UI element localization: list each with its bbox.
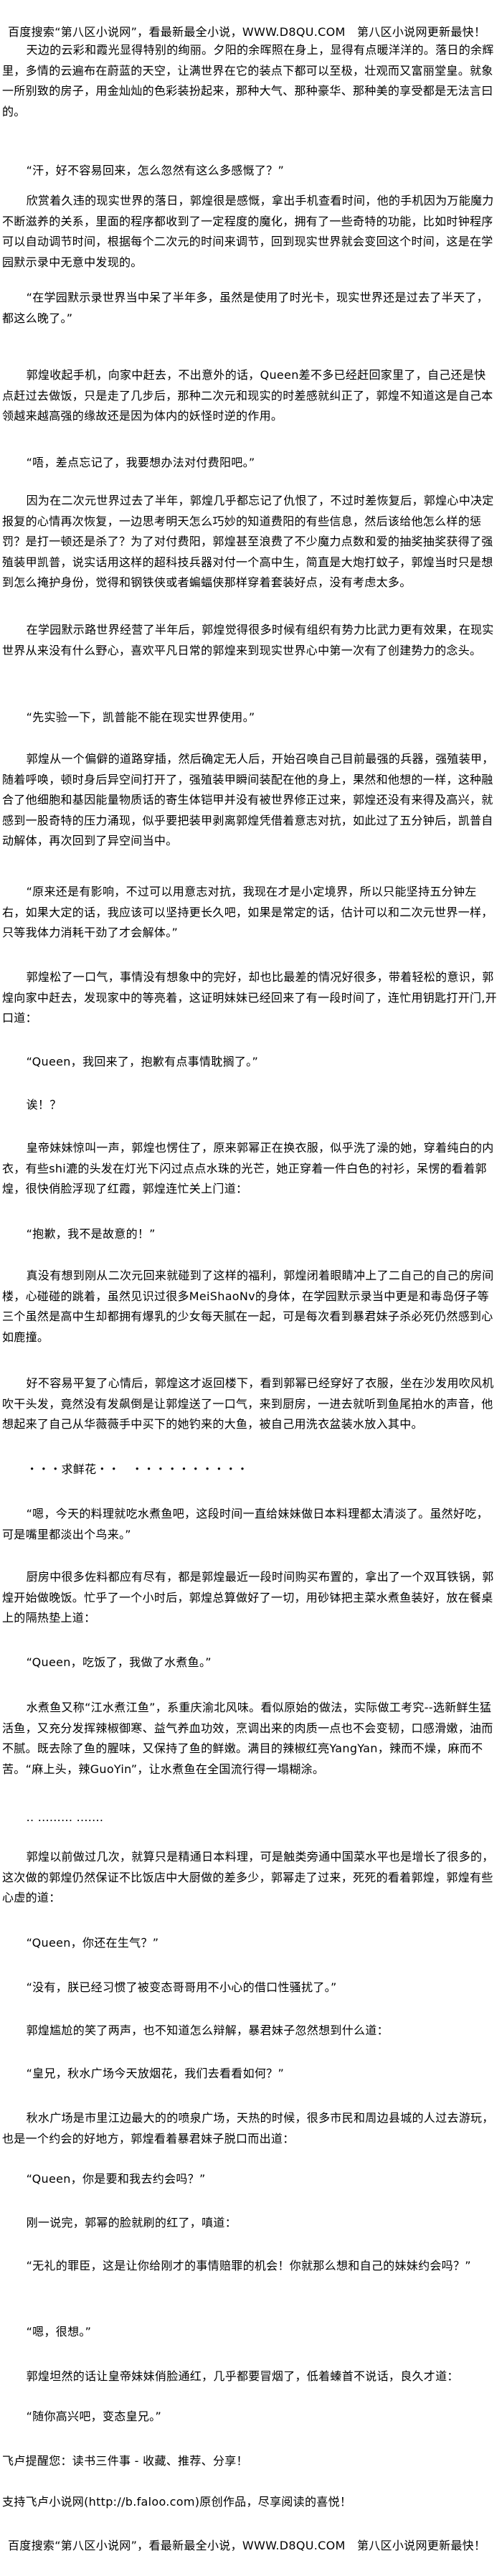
dialogue: “嗯，很想。” [26, 2325, 92, 2338]
paragraph: 郭煌尴尬的笑了两声，也不知道怎么辩解，暴君妹子忽然想到什么道： [26, 2023, 389, 2037]
paragraph: 真没有想到刚从二次元回来就碰到了这样的福利，郭煌闭着眼睛冲上了二自己的自己的房间… [2, 1269, 494, 1344]
paragraph: 天边的云彩和霞光显得特别的绚丽。夕阳的余晖照在身上，显得有点暖洋洋的。落日的余辉… [2, 43, 494, 118]
flower-request: ・・・求鲜花・・ ・・・・・・・・・・ [26, 1462, 249, 1476]
faloo-support-link[interactable]: 支持飞卢小说网(http://b.faloo.com)原创作品，尽享阅读的喜悦！ [2, 2495, 352, 2509]
dialogue: “Queen，你是要和我去约会吗？” [26, 2172, 206, 2186]
dialogue: “随你高兴吧，变态皇兄。” [26, 2410, 162, 2423]
faloo-reminder: 飞卢提醒您：读书三件事 - 收藏、推荐、分享！ [2, 2454, 248, 2468]
dialogue: “汗，好不容易回来，怎么忽然有这么多感慨了？” [26, 164, 285, 177]
dialogue: “Queen，我回来了，抱歉有点事情耽搁了。” [26, 1055, 259, 1068]
paragraph: 秋水广场是市里江边最大的的喷泉广场，天热的时候，很多市民和周边县城的人过去游玩，… [2, 2111, 494, 2145]
dialogue: “无礼的罪臣，这是让你给刚才的事情赔罪的机会！你就那么想和自己的妹妹约会吗？” [26, 2259, 471, 2272]
dialogue: “Queen，你还在生气？” [26, 1936, 159, 1950]
site-banner-top[interactable]: 百度搜索“第八区小说网”，看最新最全小说，WWW.D8QU.COM 第八区小说网… [8, 25, 486, 39]
paragraph: 厨房中很多佐料都应有尽有，都是郭煌最近一段时间购买布置的，拿出了一个双耳铁锅，郭… [2, 1570, 494, 1625]
paragraph: 郭煌从一个偏僻的道路穿插，然后确定无人后，开始召唤自己目前最强的兵器，强殖装甲，… [2, 752, 494, 847]
dialogue: “唔，差点忘记了，我要想办法对付费阳吧。” [26, 456, 255, 469]
paragraph: 因为在二次元世界过去了半年，郭煌几乎都忘记了仇恨了，不过时差恢复后，郭煌心中决定… [2, 494, 494, 589]
paragraph: 郭煌以前做过几次，就算只是精通日本料理，可是触类旁通中国菜水平也是增长了很多的，… [2, 1850, 494, 1904]
site-banner-bottom[interactable]: 百度搜索“第八区小说网”，看最新最全小说，WWW.D8QU.COM 第八区小说网… [8, 2539, 486, 2552]
dialogue: “抱歉，我不是故意的！” [26, 1227, 156, 1241]
paragraph: 郭煌收起手机，向家中赶去，不出意外的话，Queen差不多已经赶回家里了，自己还是… [2, 368, 493, 423]
paragraph: 郭煌坦然的话让皇帝妹妹俏脸通红，几乎都要冒烟了，低着螓首不说话，良久才道： [26, 2369, 459, 2383]
separator-dots: .. ......... ....... [26, 1810, 104, 1824]
dialogue: “皇兄，秋水广场今天放烟花，我们去看看如何？” [26, 2067, 285, 2080]
paragraph: 水煮鱼又称“江水煮江鱼”，系重庆渝北风味。看似原始的做法，实际做工考究--选新鲜… [2, 1701, 493, 1776]
paragraph: 欣赏着久违的现实世界的落日，郭煌很是感慨，拿出手机查看时间，他的手机因为万能魔力… [2, 194, 494, 269]
dialogue: “Queen，吃饭了，我做了水煮鱼。” [26, 1655, 212, 1669]
paragraph: 刚一说完，郭幂的脸就刷的红了，嗔道： [26, 2216, 237, 2229]
paragraph: 郭煌松了一口气，事情没有想象中的完好，却也比最差的情况好很多，带着轻松的意识，郭… [2, 970, 497, 1025]
dialogue: “没有，朕已经习惯了被变态哥哥用不小心的借口性骚扰了。” [26, 1980, 337, 1994]
paragraph: 好不容易平复了心情后，郭煌这才返回楼下，看到郭幂已经穿好了衣服，坐在沙发用吹风机… [2, 1376, 494, 1431]
dialogue: “嗯，今天的料理就吃水煮鱼吧，这段时间一直给妹妹做日本料理都太清淡了。虽然好吃，… [2, 1507, 488, 1541]
dialogue: “原来还是有影响，不过可以用意志对抗，我现在才是小定境界，所以只能坚持五分钟左右… [2, 885, 493, 939]
dialogue: “先实验一下，凯普能不能在现实世界使用。” [26, 710, 255, 724]
exclamation: 诶！？ [26, 1098, 62, 1111]
paragraph: 皇帝妹妹惊叫一声，郭煌也愣住了，原来郭幂正在换衣服，似乎洗了澡的她，穿着纯白的内… [2, 1141, 494, 1195]
dialogue: “在学园默示录世界当中呆了半年多，虽然是使用了时光卡，现实世界还是过去了半天了，… [2, 291, 488, 325]
paragraph: 在学园默示路世界经营了半年后，郭煌觉得很多时候有组织有势力比武力更有效果，在现实… [2, 623, 494, 657]
